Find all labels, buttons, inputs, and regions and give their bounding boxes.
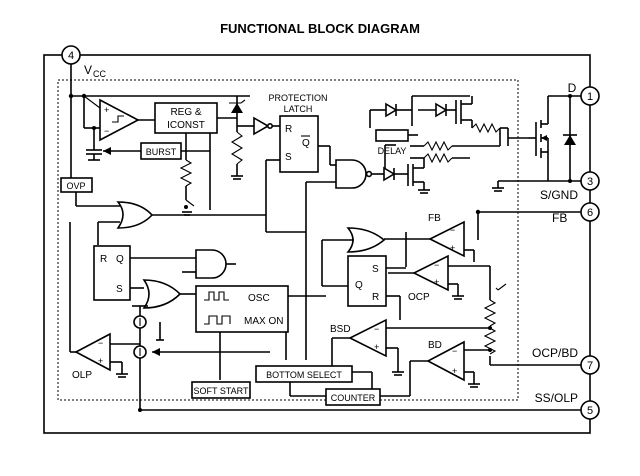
svg-text:+: + xyxy=(374,342,379,352)
fb-amplifier: − + FB xyxy=(384,213,475,262)
ocp-amplifier: − + OCP xyxy=(388,254,490,303)
pin-s-gnd: 3 S/GND xyxy=(540,171,600,202)
reg-label-1: REG & xyxy=(170,107,201,118)
burst-label: BURST xyxy=(146,147,177,157)
pin-fb-label: FB xyxy=(552,211,567,225)
olp-switch xyxy=(152,322,270,356)
burst-block: BURST xyxy=(103,142,210,160)
fb-line xyxy=(266,182,581,360)
pin-vcc-label: V xyxy=(84,63,92,77)
oscillator-or-gate xyxy=(142,279,196,309)
delay-label: DELAY xyxy=(378,146,407,156)
pin-ocp-bd-label: OCP/BD xyxy=(532,346,578,360)
ic-outline xyxy=(43,54,591,434)
bd-amplifier: − + BD xyxy=(409,340,490,396)
ss-olp-line xyxy=(138,408,581,412)
pin-vcc: 4 V CC xyxy=(61,45,106,79)
diagram-title: FUNCTIONAL BLOCK DIAGRAM xyxy=(220,21,420,36)
control-boundary xyxy=(57,79,519,401)
pin-ss-olp-label: SS/OLP xyxy=(535,391,578,405)
ff2-q: Q xyxy=(355,280,363,291)
soft-start-block: SOFT START xyxy=(191,381,251,399)
latch-input-buffer xyxy=(250,116,280,136)
soft-start-label: SOFT START xyxy=(193,386,249,396)
svg-text:−: − xyxy=(104,126,109,136)
svg-text:+: + xyxy=(450,243,455,253)
gate-drive-circuit: DELAY xyxy=(369,95,528,194)
svg-text:−: − xyxy=(98,338,103,348)
svg-text:−: − xyxy=(374,324,379,334)
pin-ocp-bd: 7 OCP/BD xyxy=(532,346,600,375)
protection-label-2: LATCH xyxy=(284,104,313,114)
bsd-amplifier: − + BSD xyxy=(330,318,490,376)
latch-q: Q xyxy=(302,138,310,149)
svg-text:−: − xyxy=(452,346,457,356)
svg-text:+: + xyxy=(452,366,457,376)
ff2-s: S xyxy=(372,264,379,275)
bottom-select-label: BOTTOM SELECT xyxy=(266,370,342,380)
pin-d: 1 D xyxy=(568,81,600,106)
ff1-s: S xyxy=(116,284,123,295)
power-mosfet xyxy=(492,94,581,192)
regulator-amplifier: + − xyxy=(86,98,155,161)
reg-label-2: ICONST xyxy=(167,120,205,131)
olp-amplifier: − + OLP xyxy=(69,222,140,381)
pwm-flip-flop: R Q S xyxy=(93,245,196,301)
pin-s-gnd-label: S/GND xyxy=(540,188,578,202)
fb-amp-label: FB xyxy=(428,213,441,224)
protection-latch: PROTECTION LATCH R S Q xyxy=(265,93,336,232)
bsd-label: BSD xyxy=(330,324,351,335)
pin-ocp-bd-number: 7 xyxy=(587,360,593,372)
olp-label: OLP xyxy=(72,370,92,381)
ocp-bd-divider xyxy=(483,266,581,366)
svg-text:+: + xyxy=(104,105,109,115)
pin-d-number: 1 xyxy=(587,91,593,103)
vcc-rail xyxy=(68,64,250,178)
osc-label: OSC xyxy=(248,293,270,304)
svg-text:−: − xyxy=(450,225,455,235)
protection-label-1: PROTECTION xyxy=(268,93,327,103)
driver-and-gate xyxy=(306,144,396,189)
ff1-r: R xyxy=(100,254,107,265)
protection-or-gate xyxy=(97,201,266,245)
ovp-label: OVP xyxy=(66,181,85,191)
feedback-or-gate xyxy=(321,227,407,286)
pin-ss-olp-number: 5 xyxy=(587,405,593,417)
reg-iconst-block: REG & ICONST xyxy=(154,102,237,150)
bottom-flip-flop: S Q R xyxy=(322,255,406,320)
bd-label: BD xyxy=(428,340,442,351)
latch-r: R xyxy=(285,124,292,135)
pin-vcc-number: 4 xyxy=(68,50,74,62)
svg-text:+: + xyxy=(98,356,103,366)
oscillator-block: OSC MAX ON xyxy=(195,285,326,380)
counter-label: COUNTER xyxy=(331,393,376,403)
pin-s-gnd-number: 3 xyxy=(587,176,593,188)
pin-fb-number: 6 xyxy=(587,207,593,219)
ocp-label: OCP xyxy=(408,292,430,303)
pin-d-label: D xyxy=(568,81,577,95)
pin-fb: 6 FB xyxy=(552,202,600,225)
max-on-label: MAX ON xyxy=(244,316,283,327)
pwm-and-gate xyxy=(182,249,236,279)
current-sources xyxy=(132,305,148,410)
pin-ss-olp: 5 SS/OLP xyxy=(535,391,600,420)
vcc-zener-divider xyxy=(229,96,250,180)
ovp-block: OVP xyxy=(60,177,120,207)
latch-s: S xyxy=(285,152,292,163)
counter-block: COUNTER xyxy=(325,388,410,406)
ff2-r: R xyxy=(372,292,379,303)
svg-text:+: + xyxy=(434,277,439,287)
bottom-select-block: BOTTOM SELECT xyxy=(255,365,373,397)
svg-text:−: − xyxy=(434,260,439,270)
pin-vcc-subscript: CC xyxy=(93,69,106,79)
ff1-q: Q xyxy=(116,254,124,265)
